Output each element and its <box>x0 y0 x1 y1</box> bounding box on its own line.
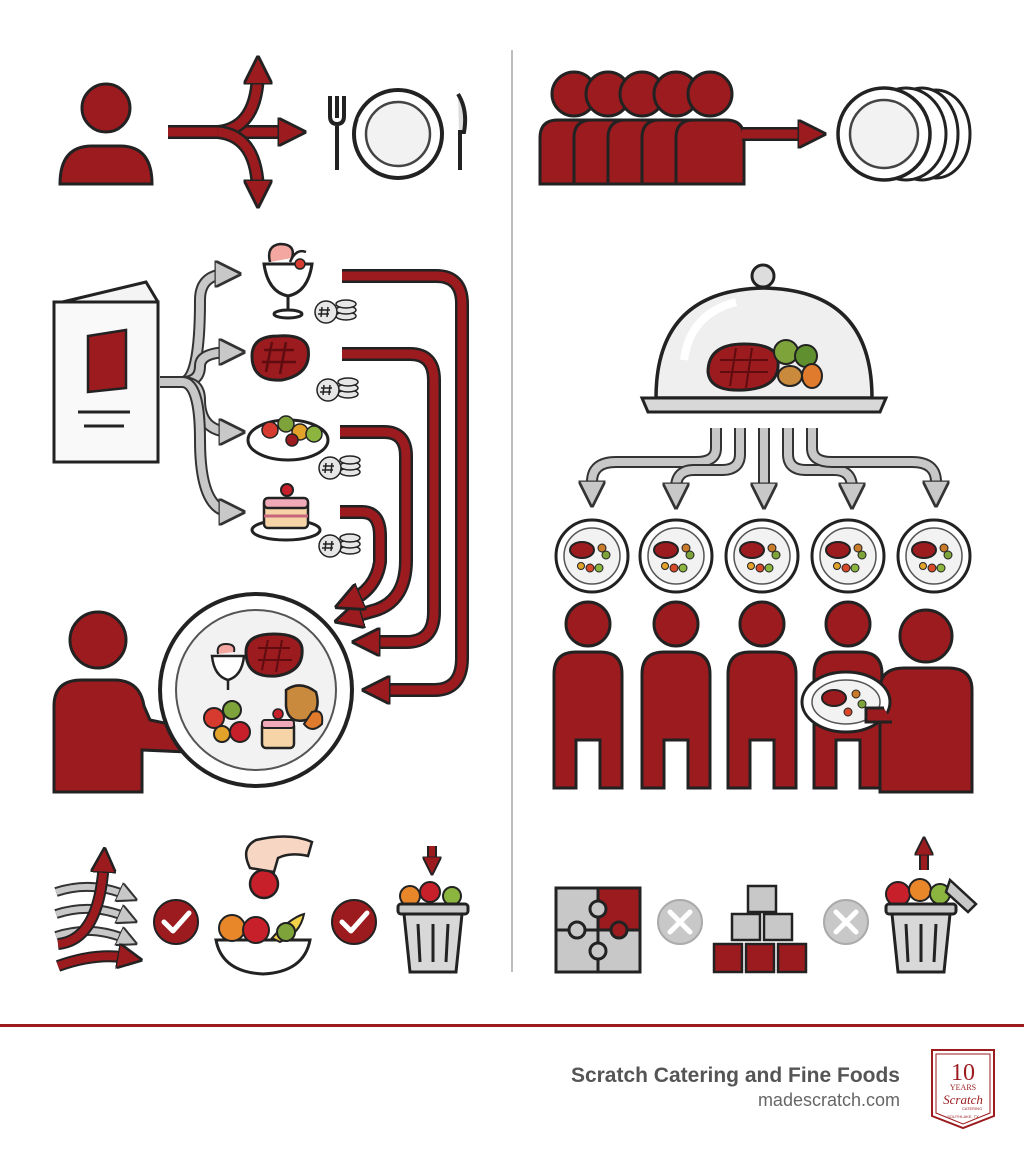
price-coins-icon <box>316 377 359 402</box>
served-plate-icon <box>554 518 630 594</box>
footer-rule <box>0 1024 1024 1027</box>
seal-place: SOUTHLAKE, TX <box>947 1114 979 1119</box>
puzzle-icon <box>554 886 642 974</box>
seal-number: 10 <box>951 1060 975 1086</box>
return-arrows <box>340 269 469 690</box>
split-arrow-icon <box>168 70 292 194</box>
trash-bin-icon <box>884 846 978 974</box>
seal-sub: CATERING <box>962 1106 982 1111</box>
shrimp-cocktail-icon <box>262 242 314 320</box>
arrows-icon <box>54 860 130 972</box>
anniversary-seal-icon: 10 YEARS Scratch CATERING SOUTHLAKE, TX <box>931 1049 995 1130</box>
seal-word: YEARS <box>950 1083 976 1092</box>
served-plate-icon <box>638 518 714 594</box>
person-icon <box>58 82 154 186</box>
brand-url[interactable]: madescratch.com <box>757 1090 900 1110</box>
price-coins-icon <box>318 455 361 480</box>
check-icon <box>153 899 199 945</box>
illustration <box>52 50 978 976</box>
menu-branch-arrows <box>160 274 232 512</box>
served-plates <box>554 518 972 594</box>
steak-icon <box>250 334 310 382</box>
cloche-icon <box>639 263 889 414</box>
menu-icon <box>52 280 160 464</box>
waiter-icon <box>800 608 974 794</box>
brand-name: Scratch Catering and Fine Foods <box>570 1064 900 1087</box>
guests <box>552 600 884 790</box>
salad-icon <box>246 415 330 462</box>
guest-person-icon <box>640 600 712 790</box>
seal-script: Scratch <box>943 1092 983 1107</box>
brand-block: Scratch Catering and Fine Foods madescra… <box>571 1064 900 1111</box>
diner-person-icon <box>52 610 190 794</box>
guest-person-icon <box>726 600 798 790</box>
served-plate-icon <box>896 518 972 594</box>
price-coins-icon <box>314 299 357 324</box>
guest-person-icon <box>552 600 624 790</box>
fruit-bowl-icon <box>214 835 314 976</box>
cake-icon <box>250 483 322 542</box>
trash-bin-icon <box>396 846 470 974</box>
crowd-icon <box>538 70 746 186</box>
price-coins-icon <box>318 533 361 558</box>
cross-icon <box>657 899 703 945</box>
cross-icon <box>823 899 869 945</box>
blocks-icon <box>712 884 808 974</box>
plate-stack-icon <box>836 86 972 182</box>
served-plate-icon <box>724 518 800 594</box>
check-icon <box>331 899 377 945</box>
combined-plate-icon <box>158 592 354 788</box>
footer: Scratch Catering and Fine Foods madescra… <box>0 1024 1024 1154</box>
served-plate-icon <box>810 518 886 594</box>
place-setting-icon <box>328 88 468 180</box>
distribution-arrows <box>592 428 936 496</box>
